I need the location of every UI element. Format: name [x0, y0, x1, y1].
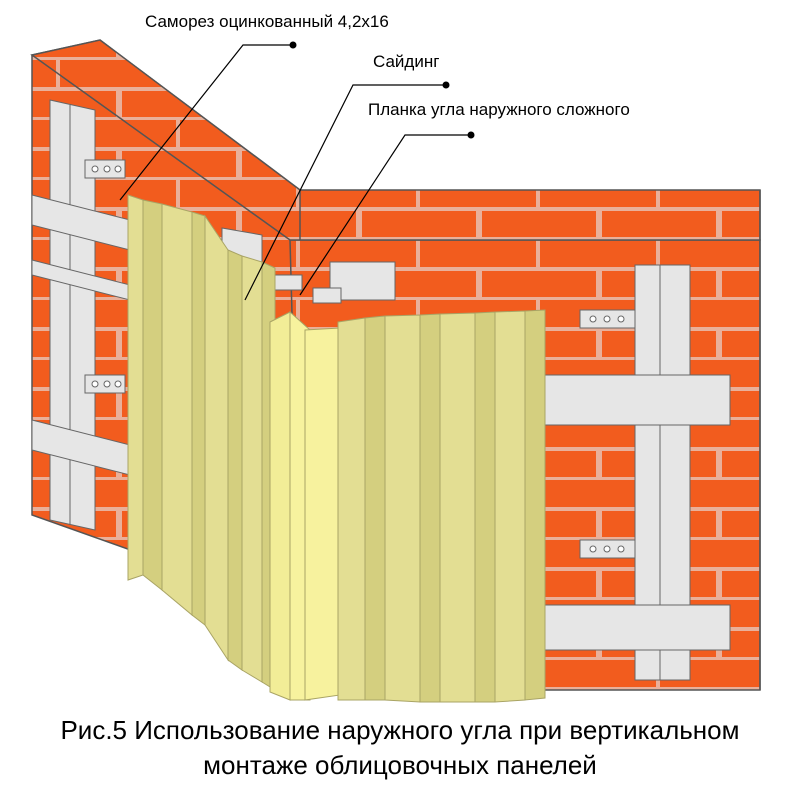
- bracket-left-upper: [84, 159, 126, 179]
- left-frame: [31, 99, 131, 531]
- label-siding: Сайдинг: [373, 52, 440, 71]
- leader-lines: [119, 44, 470, 301]
- left-siding: [127, 194, 276, 691]
- leader-dot-screw: [289, 41, 297, 49]
- outer-corner-strip: [269, 310, 341, 701]
- right-rail-upper: [544, 374, 731, 426]
- leader-siding: [244, 84, 445, 301]
- right-rail-lower: [544, 604, 731, 651]
- right-frame: [544, 264, 731, 681]
- bracket-left-lower: [84, 374, 126, 394]
- bracket-right-upper: [579, 309, 636, 329]
- leader-dot-corner: [467, 131, 475, 139]
- leader-screw: [119, 44, 292, 201]
- label-screw: Саморез оцинкованный 4,2х16: [145, 12, 389, 31]
- leader-corner: [299, 134, 470, 296]
- right-siding: [337, 309, 546, 703]
- siding-strip-left: [127, 194, 144, 581]
- caption-line-2: монтаже облицовочных панелей: [203, 750, 597, 780]
- label-corner: Планка угла наружного сложного: [368, 100, 630, 119]
- leader-dot-siding: [442, 81, 450, 89]
- caption-line-1: Рис.5 Использование наружного угла при в…: [60, 715, 740, 745]
- bracket-right-lower: [579, 539, 636, 559]
